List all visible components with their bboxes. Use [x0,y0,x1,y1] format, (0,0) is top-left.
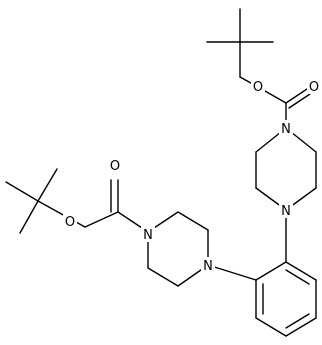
bond [19,200,39,234]
nitrogen-left-outer: N [141,226,155,243]
bonds [5,8,317,337]
nitrogen-right-bottom: N [279,202,293,219]
bond [84,211,119,228]
bond [207,264,257,281]
atom-label: O [65,215,75,230]
atom-label: N [143,228,153,243]
bond [285,313,310,329]
bond [255,261,287,281]
bond [255,317,287,337]
bond [285,261,317,281]
bond [147,267,179,287]
atom-label: N [203,259,213,274]
oxygen-ester-left: O [63,213,77,230]
bond [285,269,310,285]
bond [177,211,209,231]
bond [288,93,311,109]
atom-labels: O O N N O O N N [63,78,321,274]
atom-label: O [110,159,120,174]
oxygen-ester-right: O [251,78,265,95]
bond [285,317,317,337]
bond [5,181,39,202]
nitrogen-left-aryl: N [201,257,215,274]
oxygen-carbonyl-left: O [108,157,122,174]
atom-label: O [253,80,263,95]
atom-label: N [281,122,291,137]
atom-label: N [281,204,291,219]
nitrogen-right-top: N [279,120,293,137]
bond [37,200,86,228]
bond [37,168,58,202]
oxygen-carbonyl-right: O [307,78,321,95]
bond [285,88,308,104]
atom-label: O [309,80,319,95]
